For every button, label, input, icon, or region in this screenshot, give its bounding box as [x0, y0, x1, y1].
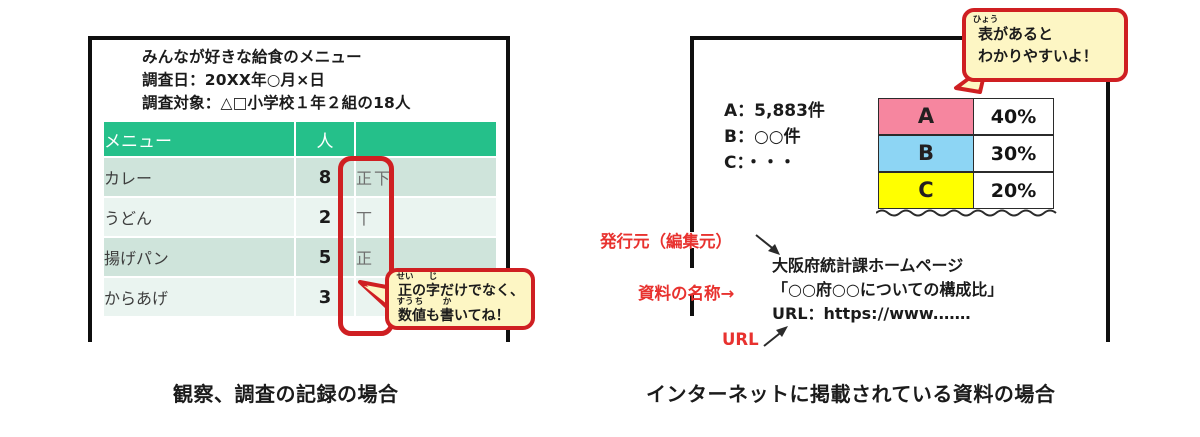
ruby-segment: 正せい: [396, 272, 414, 299]
menu-name: カレー: [104, 158, 294, 196]
source-url: URL：https://www.……: [772, 304, 971, 323]
callout-write-numbers: 正せいの字じだけでなく、 数すう値ちも書かいてね！: [385, 268, 535, 330]
table-row: うどん 2 丅: [104, 198, 496, 236]
caption-observation: 観察、調査の記録の場合: [173, 382, 399, 406]
url-arrow-icon: [763, 326, 788, 347]
ruby-segment: 数すう: [396, 297, 414, 324]
torn-paper-edge: [876, 209, 1057, 217]
survey-heading: みんなが好きな給食のメニュー 調査日：20XX年○月×日 調査対象：△□小学校１…: [142, 46, 502, 115]
ratio-table: A 40% B 30% C 20%: [878, 98, 1054, 209]
ruby-segment: いてね！: [454, 308, 510, 324]
ruby-segment: 値ち: [412, 297, 426, 324]
callout-table-line-2: わかりやすいよ！: [978, 49, 1124, 64]
menu-name: うどん: [104, 198, 294, 236]
panel-frame-right: [1106, 36, 1110, 342]
survey-title: みんなが好きな給食のメニュー: [142, 48, 362, 66]
abc-item-b: B：○○件: [724, 127, 801, 147]
ruby-segment: があると: [993, 25, 1054, 43]
annotation-publisher: 発行元（編集元）: [600, 232, 732, 251]
callout-table-line-1: 表ひょうがあると: [972, 15, 1124, 43]
annotation-url: URL: [722, 330, 759, 349]
menu-name: からあげ: [104, 278, 294, 316]
menu-count: 5: [296, 238, 354, 276]
ruby-segment: 字じ: [426, 272, 440, 299]
panel-frame-top: [88, 36, 510, 40]
ratio-label-c: C: [878, 172, 974, 209]
ratio-value-a: 40%: [974, 98, 1054, 135]
publisher-arrow-icon: [755, 234, 780, 255]
panel-frame-left: [690, 36, 694, 232]
table-header-row: メニュー 人: [104, 122, 496, 156]
menu-tally: 正下: [356, 158, 496, 196]
callout-tally-line-1: 正せいの字じだけでなく、: [396, 272, 531, 299]
panel-frame-left: [88, 36, 92, 342]
menu-count: 8: [296, 158, 354, 196]
furigana: じ: [428, 272, 438, 282]
column-header-menu: メニュー: [104, 122, 294, 156]
abc-value-list: A：5,883件 B：○○件 C：・・・: [724, 98, 825, 176]
internet-source-panel: A：5,883件 B：○○件 C：・・・ A 40% B 30% C 20% 発…: [600, 36, 1122, 349]
ruby-segment: 書か: [440, 297, 454, 324]
column-header-count: 人: [296, 122, 354, 156]
menu-name: 揚げパン: [104, 238, 294, 276]
ruby-segment: 表ひょう: [972, 15, 999, 43]
callout-table-is-clear: 表ひょうがあると わかりやすいよ！: [962, 8, 1128, 82]
furigana: せい: [396, 272, 414, 282]
ruby-segment: だけでなく、: [440, 283, 524, 299]
source-site-name: 大阪府統計課ホームページ: [772, 256, 964, 275]
furigana: ち: [414, 297, 424, 307]
ratio-label-a: A: [878, 98, 974, 135]
panel-frame-top: [690, 36, 1110, 40]
annotation-material-title: 資料の名称→: [638, 284, 735, 303]
menu-count: 3: [296, 278, 354, 316]
caption-internet-source: インターネットに掲載されている資料の場合: [646, 382, 1056, 406]
source-document-title: 「○○府○○についての構成比」: [772, 280, 1004, 299]
callout-tally-tail: [358, 280, 394, 310]
ratio-value-c: 20%: [974, 172, 1054, 209]
column-header-tally: [356, 122, 496, 156]
table-row: カレー 8 正下: [104, 158, 496, 196]
survey-date: 調査日：20XX年○月×日: [142, 71, 326, 89]
callout-tally-line-2: 数すう値ちも書かいてね！: [396, 297, 531, 324]
table-row: A 40%: [878, 98, 1054, 135]
ratio-value-b: 30%: [974, 135, 1054, 172]
survey-subject: 調査対象：△□小学校１年２組の18人: [142, 94, 411, 112]
table-row: C 20%: [878, 172, 1054, 209]
menu-tally: 丅: [356, 198, 496, 236]
abc-item-a: A：5,883件: [724, 101, 825, 121]
abc-item-c: C：・・・: [724, 153, 796, 173]
panel-frame-left-dash-1: [690, 248, 694, 268]
panel-frame-right: [506, 36, 510, 342]
table-row: B 30%: [878, 135, 1054, 172]
furigana: ひょう: [972, 15, 999, 25]
panel-frame-left-dash-2: [690, 294, 694, 316]
ruby-segment: も: [426, 308, 440, 324]
source-citation-block: 大阪府統計課ホームページ 「○○府○○についての構成比」 URL：https:/…: [772, 254, 1003, 326]
furigana: か: [442, 297, 452, 307]
menu-count: 2: [296, 198, 354, 236]
ratio-label-b: B: [878, 135, 974, 172]
ruby-segment: の: [412, 283, 426, 299]
furigana: すう: [396, 297, 414, 307]
ruby-segment: わかりやすいよ！: [978, 47, 1098, 65]
